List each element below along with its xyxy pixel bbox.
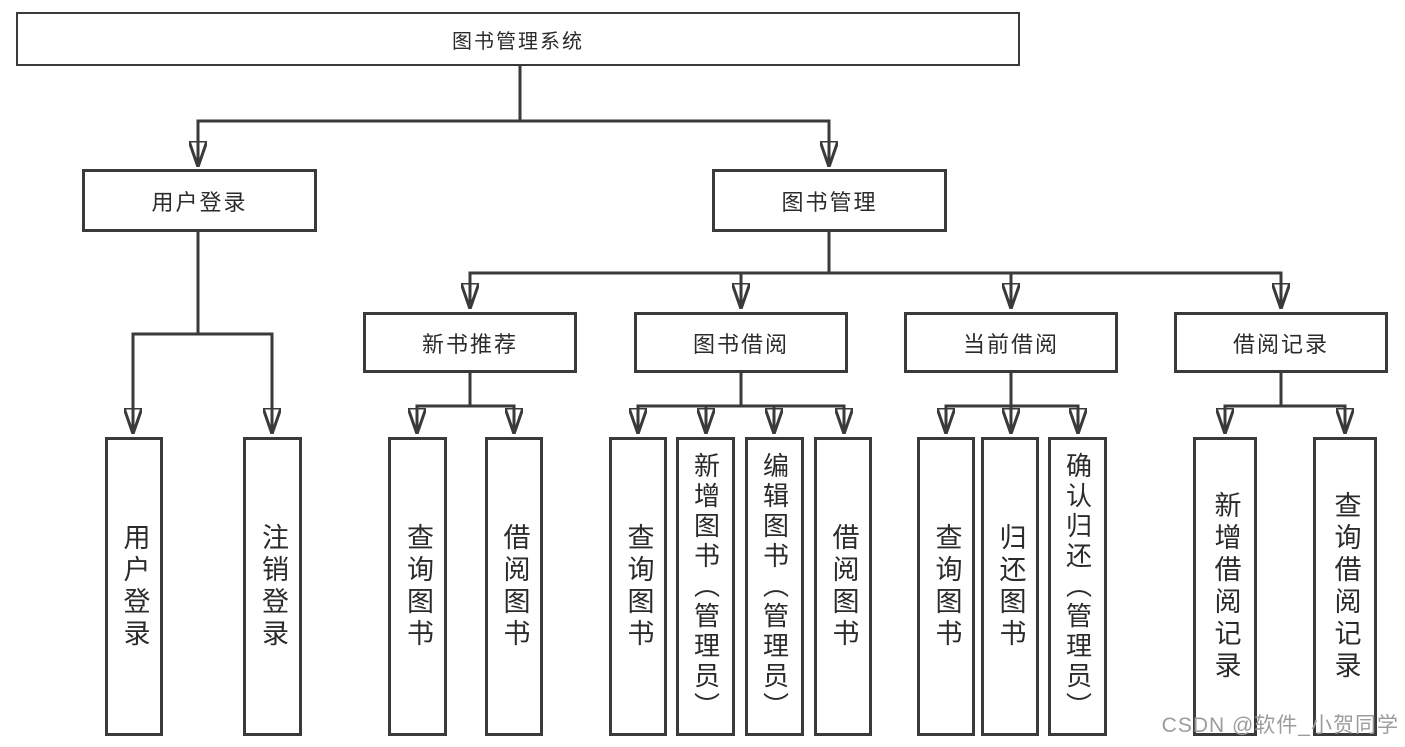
leaf-borrow-books: 借阅图书: [485, 437, 543, 736]
node-book-management: 图书管理: [712, 169, 947, 232]
node-label: 新书推荐: [421, 331, 518, 357]
leaf-label: 注销登录: [258, 522, 288, 651]
leaf-label: 归还图书: [995, 522, 1026, 651]
branch-root: [198, 62, 829, 167]
node-label: 图书管理系统: [452, 30, 584, 53]
node-label: 借阅记录: [1232, 331, 1329, 357]
watermark: CSDN @软件_小贺同学: [1161, 714, 1399, 737]
node-system-root: 图书管理系统: [16, 12, 1020, 66]
branch-user-login: [133, 230, 272, 434]
leaf-confirm-return-admin: 确认归还（管理员）: [1048, 437, 1107, 736]
leaf-return-books: 归还图书: [981, 437, 1039, 736]
branch-new-books: [417, 371, 514, 434]
node-user-login: 用户登录: [82, 169, 317, 232]
leaf-label: 新增借阅记录: [1210, 490, 1241, 683]
leaf-label: 用户登录: [119, 522, 150, 651]
branch-book-borrow: [638, 371, 844, 434]
leaf-query-borrow-record: 查询借阅记录: [1313, 437, 1377, 736]
node-borrow-records: 借阅记录: [1174, 312, 1388, 373]
leaf-label: 借阅图书: [828, 522, 859, 651]
leaf-user-login: 用户登录: [105, 437, 163, 736]
leaf-label: 查询借阅记录: [1330, 490, 1361, 683]
leaf-query-books: 查询图书: [388, 437, 447, 736]
node-label: 用户登录: [151, 189, 248, 215]
leaf-add-borrow-record: 新增借阅记录: [1193, 437, 1257, 736]
node-label: 图书借阅: [692, 331, 789, 357]
leaf-label: 确认归还（管理员）: [1062, 451, 1093, 722]
branch-book-management: [470, 230, 1281, 309]
leaf-add-books-admin: 新增图书（管理员）: [676, 437, 735, 736]
leaf-query-books: 查询图书: [609, 437, 667, 736]
leaf-label: 查询图书: [931, 522, 962, 651]
node-label: 图书管理: [781, 189, 878, 215]
leaf-label: 查询图书: [623, 522, 654, 651]
leaf-borrow-books: 借阅图书: [814, 437, 872, 736]
leaf-label: 借阅图书: [499, 522, 530, 651]
leaf-label: 编辑图书（管理员）: [759, 451, 790, 722]
node-book-borrow: 图书借阅: [634, 312, 848, 373]
node-new-book-recommend: 新书推荐: [363, 312, 577, 373]
leaf-label: 查询图书: [403, 522, 433, 651]
leaf-query-books: 查询图书: [917, 437, 975, 736]
node-current-borrow: 当前借阅: [904, 312, 1118, 373]
leaf-logout: 注销登录: [243, 437, 302, 736]
leaf-label: 新增图书（管理员）: [690, 451, 721, 722]
node-label: 当前借阅: [962, 331, 1059, 357]
branch-borrow-records: [1225, 371, 1345, 434]
leaf-edit-books-admin: 编辑图书（管理员）: [745, 437, 804, 736]
branch-current-borrow: [946, 371, 1078, 434]
